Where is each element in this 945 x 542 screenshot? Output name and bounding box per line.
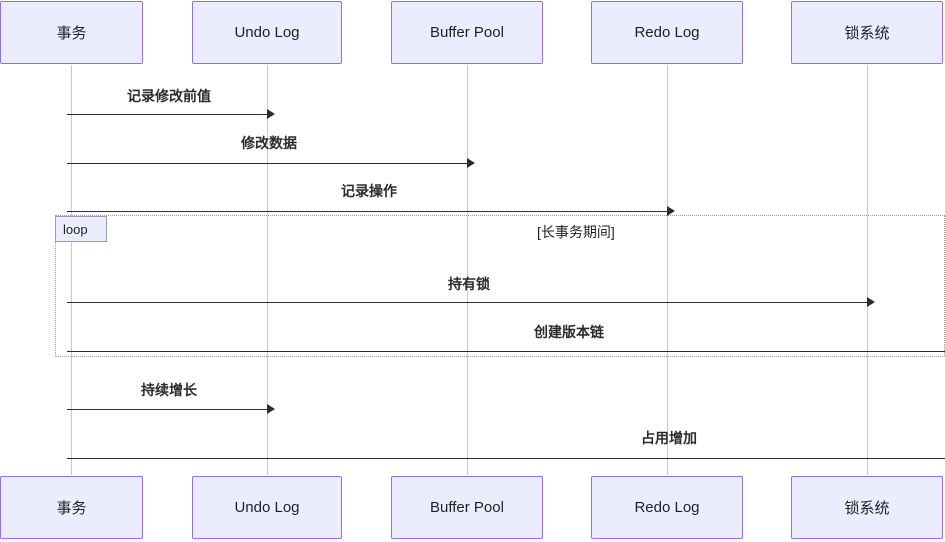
message-arrow-6 <box>267 404 275 414</box>
actor-top-undo-log[interactable]: Undo Log <box>192 1 342 64</box>
actor-top-redo-log[interactable]: Redo Log <box>591 1 743 64</box>
actor-label: Undo Log <box>234 499 300 516</box>
loop-tab: loop <box>55 216 107 242</box>
message-line-1 <box>67 114 271 115</box>
actor-top-buffer-pool[interactable]: Buffer Pool <box>391 1 543 64</box>
message-line-5 <box>67 351 945 352</box>
actor-label: 事务 <box>56 25 87 42</box>
lifeline-undo-log <box>267 65 268 475</box>
actor-bottom-lock-system[interactable]: 锁系统 <box>791 476 943 539</box>
actor-label: Redo Log <box>634 24 700 41</box>
message-label-2: 修改数据 <box>241 135 297 151</box>
actor-label: Buffer Pool <box>430 24 504 41</box>
actor-label: Redo Log <box>634 499 700 516</box>
actor-top-transaction[interactable]: 事务 <box>0 1 143 64</box>
message-arrow-4 <box>867 297 875 307</box>
actor-label: 锁系统 <box>844 25 890 42</box>
actor-bottom-buffer-pool[interactable]: Buffer Pool <box>391 476 543 539</box>
actor-top-lock-system[interactable]: 锁系统 <box>791 1 943 64</box>
lifeline-redo-log <box>667 65 668 475</box>
message-label-4: 持有锁 <box>448 276 490 292</box>
loop-tab-label: loop <box>63 221 88 237</box>
message-label-3: 记录操作 <box>341 183 397 199</box>
message-label-1: 记录修改前值 <box>127 88 211 104</box>
lifeline-transaction <box>71 65 72 475</box>
actor-label: Buffer Pool <box>430 499 504 516</box>
message-arrow-1 <box>267 109 275 119</box>
actor-bottom-redo-log[interactable]: Redo Log <box>591 476 743 539</box>
lifeline-buffer-pool <box>467 65 468 475</box>
message-label-6: 持续增长 <box>141 382 197 398</box>
actor-bottom-transaction[interactable]: 事务 <box>0 476 143 539</box>
actor-label: 锁系统 <box>844 500 890 517</box>
message-line-6 <box>67 409 271 410</box>
message-arrow-2 <box>467 158 475 168</box>
message-label-5: 创建版本链 <box>534 324 604 340</box>
actor-bottom-undo-log[interactable]: Undo Log <box>192 476 342 539</box>
message-line-4 <box>67 302 871 303</box>
message-line-7 <box>67 458 945 459</box>
actor-label: Undo Log <box>234 24 300 41</box>
message-arrow-3 <box>667 206 675 216</box>
lifeline-lock-system <box>867 65 868 475</box>
loop-condition-text: [长事务期间] <box>537 224 615 240</box>
loop-condition-label: [长事务期间] <box>537 222 615 242</box>
actor-label: 事务 <box>56 500 87 517</box>
message-line-2 <box>67 163 471 164</box>
message-label-7: 占用增加 <box>641 430 697 446</box>
message-line-3 <box>67 211 671 212</box>
